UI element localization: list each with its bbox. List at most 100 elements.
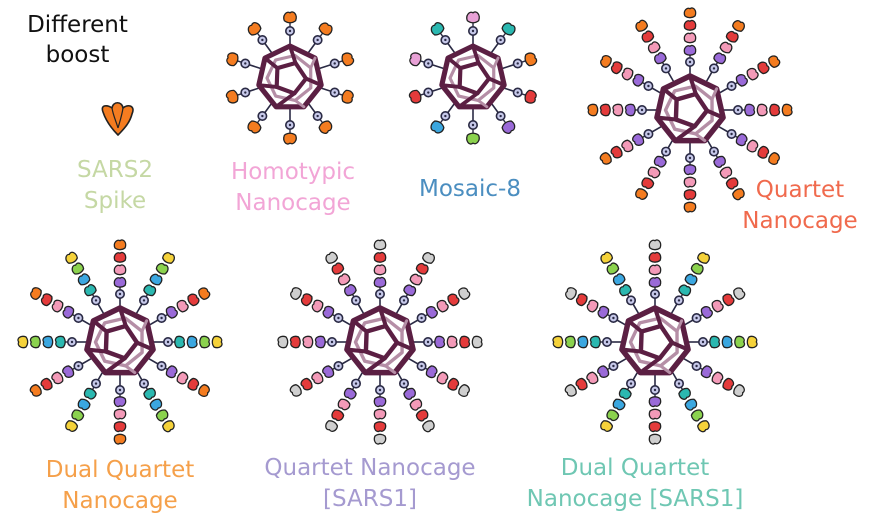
antigen-domain xyxy=(344,284,357,297)
antigen-domain xyxy=(735,133,748,147)
antigen-domain xyxy=(586,299,599,313)
cage-back-strut xyxy=(309,56,317,70)
antigen-domain xyxy=(322,305,335,319)
antigen-domain xyxy=(77,273,91,286)
cage-back-strut xyxy=(492,56,500,70)
attachment-node-center xyxy=(427,91,430,94)
label-dual-s1-line-2: Nanocage [SARS1] xyxy=(526,486,744,512)
antigen-domain xyxy=(373,421,387,433)
antigen-domain xyxy=(575,293,588,307)
attachment-node-center xyxy=(712,150,716,153)
attachment-node-center xyxy=(499,38,502,42)
attachment-node-center xyxy=(471,123,475,127)
antigen-domain xyxy=(684,398,698,411)
antigen-domain xyxy=(683,176,697,188)
antigen-domain xyxy=(149,273,163,286)
cage-strut xyxy=(704,108,726,120)
attachment-node-center xyxy=(647,132,650,136)
cage-strut xyxy=(263,56,280,71)
homotypic-nanocage xyxy=(225,11,355,145)
attachment-node-center xyxy=(444,114,447,118)
antigen-domain xyxy=(700,365,713,379)
antigen-domain xyxy=(746,67,759,81)
antigen-domain xyxy=(29,384,42,397)
antigen-domain xyxy=(447,293,460,307)
diagram-title: Different boost xyxy=(15,10,140,70)
antigen-domain xyxy=(65,251,78,264)
cage-strut xyxy=(394,340,416,352)
antigen-domain xyxy=(744,103,756,117)
antigen-domain xyxy=(113,239,127,251)
attachment-node-center xyxy=(354,382,358,385)
antigen-domain xyxy=(600,251,614,264)
cage-inner-ring xyxy=(363,323,400,361)
attachment-node-center xyxy=(736,108,740,112)
antigen-domain xyxy=(700,306,713,319)
antigen-domain xyxy=(290,287,302,301)
antigen-domain xyxy=(373,251,387,263)
attachment-node-center xyxy=(653,388,657,392)
antigen-domain xyxy=(83,387,97,400)
attachment-node-center xyxy=(244,62,247,65)
cage-strut xyxy=(377,305,388,329)
label-dual-line-2: Nanocage xyxy=(62,488,178,514)
antigen-domain xyxy=(458,287,471,301)
attachment-node-center xyxy=(688,156,692,160)
antigen-domain xyxy=(756,103,768,117)
attachment-node-center xyxy=(629,382,633,385)
cage-strut xyxy=(344,347,368,354)
attachment-node-center xyxy=(427,62,430,65)
attachment-node-center xyxy=(677,382,681,385)
antigen-domain xyxy=(71,262,85,275)
attachment-node-center xyxy=(695,316,698,320)
attachment-node-center xyxy=(354,299,358,302)
antigen-domain xyxy=(337,398,351,411)
antigen-domain xyxy=(409,273,423,286)
antigen-domain xyxy=(734,335,746,349)
attachment-node-center xyxy=(444,38,447,42)
antigen-domain xyxy=(552,335,564,349)
antigen-domain xyxy=(648,433,662,445)
attachment-node-center xyxy=(402,299,406,302)
antigen-domain xyxy=(466,132,480,145)
antigen-domain xyxy=(162,420,175,433)
attachment-node-center xyxy=(378,388,382,392)
antigen-domain xyxy=(600,55,612,68)
cage-back-strut xyxy=(675,319,684,333)
antigen-domain xyxy=(113,264,127,276)
antigen-domain xyxy=(283,132,297,145)
antigen-domain xyxy=(409,52,422,67)
antigen-domain xyxy=(647,41,661,54)
spike-fold xyxy=(117,107,124,129)
dual-quartet-nanocage xyxy=(17,239,223,445)
spike-body xyxy=(101,101,134,136)
attachment-node-center xyxy=(499,114,502,118)
nanocage-core xyxy=(344,305,416,376)
antigen-domain xyxy=(341,52,355,67)
antigen-domain xyxy=(373,239,387,251)
antigen-domain xyxy=(678,284,692,297)
attachment-node-center xyxy=(244,91,247,94)
antigen-domain xyxy=(713,52,727,65)
antigen-domain xyxy=(733,287,746,301)
antigen-domain xyxy=(722,293,735,307)
attachment-node-center xyxy=(333,62,336,65)
antigen-domain xyxy=(746,139,759,153)
cage-strut xyxy=(91,318,109,334)
antigen-domain xyxy=(697,252,710,264)
antigen-domain xyxy=(722,377,735,391)
antigen-domain xyxy=(403,387,416,400)
spike-fold xyxy=(111,107,119,129)
antigen-domain xyxy=(683,32,697,44)
antigen-domain xyxy=(373,276,387,288)
attachment-node-center xyxy=(677,299,681,302)
attachment-node-center xyxy=(77,316,80,320)
antigen-domain xyxy=(684,273,698,286)
nanocage-core xyxy=(84,305,156,376)
attachment-node-center xyxy=(166,340,170,344)
attachment-node-center xyxy=(94,382,98,385)
antigen-domain xyxy=(300,293,313,307)
antigen-domain xyxy=(683,19,697,31)
cage-back-strut xyxy=(124,364,137,375)
attachment-node-center xyxy=(629,299,633,302)
